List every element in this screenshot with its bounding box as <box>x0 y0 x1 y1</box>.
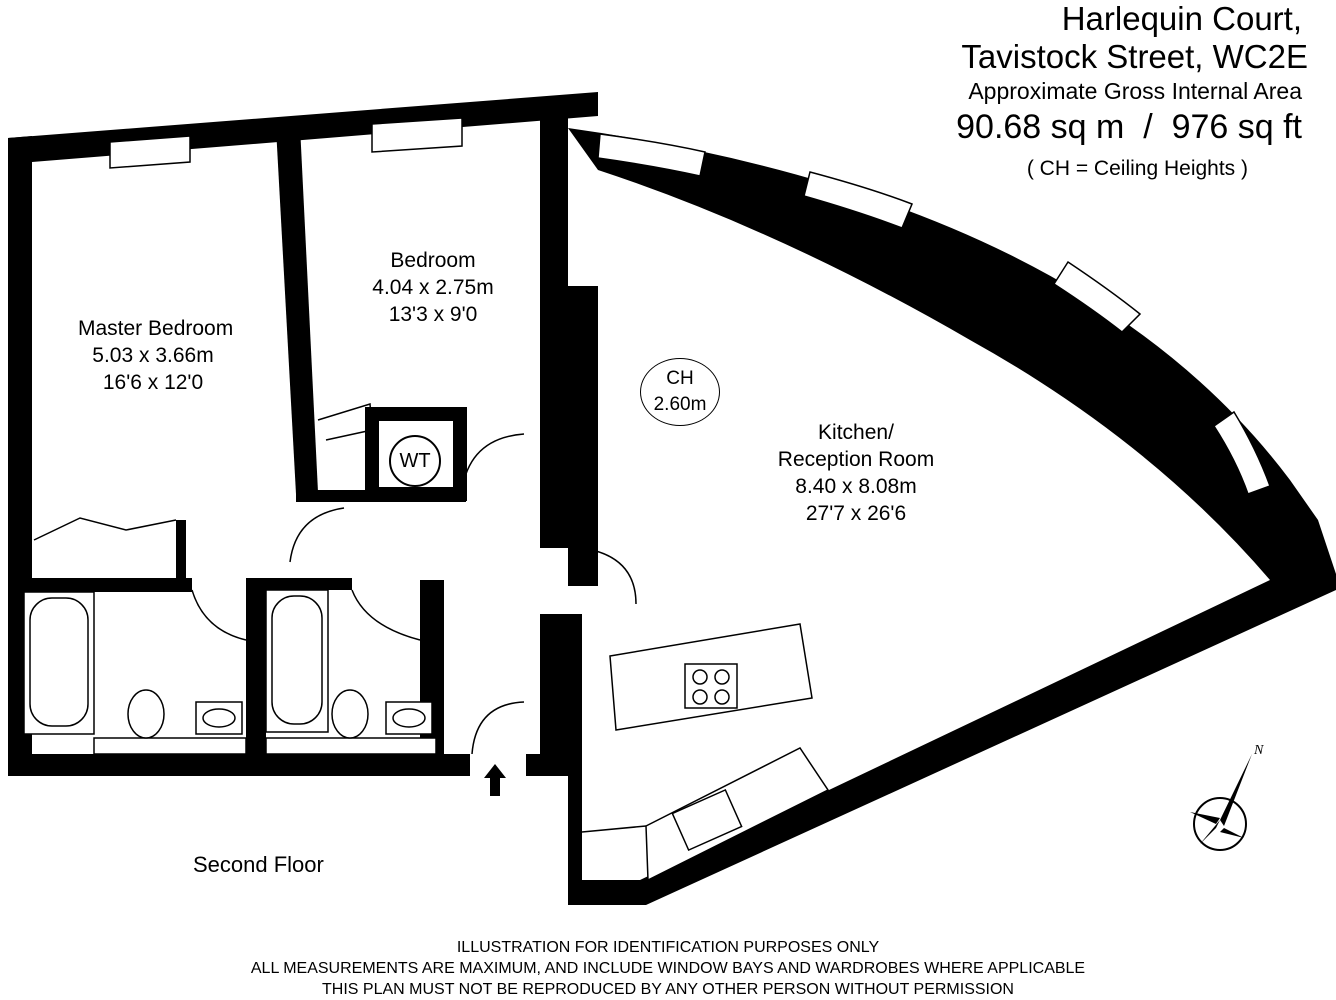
door-master-bath <box>191 589 247 641</box>
wall-kitchen-arc <box>568 128 1336 580</box>
disclaimer-line-3: THIS PLAN MUST NOT BE REPRODUCED BY ANY … <box>322 981 1014 998</box>
address-line-1: Harlequin Court, <box>1061 0 1302 37</box>
compass-icon: N <box>1190 743 1264 851</box>
windows <box>109 117 1271 495</box>
room-name: Kitchen/ <box>818 421 894 444</box>
wall-bath-mid <box>246 578 266 774</box>
address-line-2: Tavistock Street, WC2E <box>961 38 1308 75</box>
toilet-1 <box>127 689 165 739</box>
sink <box>671 788 743 852</box>
window-kitchen-2 <box>803 171 913 229</box>
water-tank-label: WT <box>389 435 441 487</box>
hob-ring <box>714 689 730 705</box>
window-kitchen-3 <box>1052 260 1142 334</box>
room-bedroom: Bedroom 4.04 x 2.75m 13'3 x 9'0 <box>358 247 508 328</box>
room-metric: 5.03 x 3.66m <box>92 344 214 367</box>
toilet-2 <box>331 689 369 739</box>
ceiling-note: ( CH = Ceiling Heights ) <box>1026 157 1248 180</box>
wall-top <box>8 92 598 162</box>
room-imperial: 16'6 x 12'0 <box>102 371 204 394</box>
bath2-floor <box>265 737 437 755</box>
door-swings <box>33 403 637 755</box>
hob-ring <box>714 669 730 685</box>
room-name: Reception Room <box>777 448 935 471</box>
ceiling-height-value: 2.60m <box>653 394 707 415</box>
area-label: Approximate Gross Internal Area <box>968 78 1302 104</box>
wall-center-lower <box>540 614 568 760</box>
bath1-floor <box>93 737 247 755</box>
disclaimer-line-2: ALL MEASUREMENTS ARE MAXIMUM, AND INCLUD… <box>250 960 1086 977</box>
wall-center-stub <box>568 286 598 586</box>
bathtub-2-inner <box>271 595 323 725</box>
hob-ring <box>692 669 708 685</box>
wall-bedroom-divider <box>276 126 318 494</box>
disclaimer-line-1: ILLUSTRATION FOR IDENTIFICATION PURPOSES… <box>456 939 880 956</box>
window-kitchen-4 <box>1212 410 1271 495</box>
window-kitchen-1 <box>597 133 706 177</box>
entrance-arrow-icon <box>484 764 506 796</box>
window-master <box>109 135 191 169</box>
hob-ring <box>692 689 708 705</box>
wall-bottom <box>8 754 470 776</box>
area-value: 90.68 sq m / 976 sq ft <box>956 108 1302 146</box>
room-name: Master Bedroom <box>78 317 234 340</box>
bathtub-1-inner <box>29 597 89 727</box>
room-imperial: 13'3 x 9'0 <box>388 303 478 326</box>
door-hall <box>289 507 345 563</box>
room-imperial: 27'7 x 26'6 <box>805 502 907 525</box>
wall-kitchen-left <box>568 614 582 905</box>
wall-bath2-top <box>266 578 352 590</box>
wall-bottom-right <box>526 754 568 776</box>
wall-kitchen-bottom <box>568 555 1336 905</box>
wall-wardrobe <box>176 520 186 590</box>
window-bedroom <box>371 117 463 153</box>
wall-center-upper <box>540 106 568 548</box>
door-bath-2 <box>351 589 421 641</box>
door-bedroom-wardrobe <box>317 403 373 441</box>
door-kitchen <box>581 547 637 605</box>
room-metric: 8.40 x 8.08m <box>795 475 917 498</box>
compass-label: N <box>1253 743 1264 758</box>
wall-bath1-top <box>8 578 192 592</box>
room-name: Bedroom <box>390 249 476 272</box>
ceiling-height-badge: CH 2.60m <box>640 358 720 426</box>
wardrobe-doors <box>33 517 177 541</box>
door-wt <box>461 433 525 491</box>
door-entrance <box>471 701 525 755</box>
hob <box>684 663 738 709</box>
room-master-bedroom: Master Bedroom 5.03 x 3.66m 16'6 x 12'0 <box>78 315 234 396</box>
floor-label: Second Floor <box>193 852 324 877</box>
wall-hall <box>296 490 466 502</box>
room-kitchen: Kitchen/ Reception Room 8.40 x 8.08m 27'… <box>756 419 956 527</box>
ceiling-height-label: CH <box>666 368 694 389</box>
room-metric: 4.04 x 2.75m <box>372 276 494 299</box>
